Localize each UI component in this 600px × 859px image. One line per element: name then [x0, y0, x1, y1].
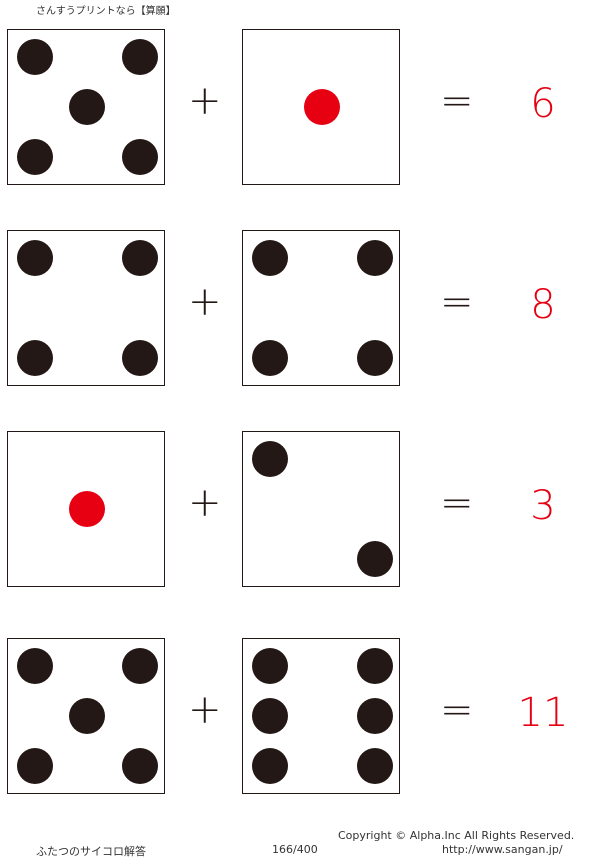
problem-row: + = 11 — [0, 638, 600, 796]
pip — [252, 340, 288, 376]
pip — [17, 748, 53, 784]
equals-sign: = — [440, 687, 474, 733]
die-right — [242, 638, 400, 794]
pip — [122, 39, 158, 75]
problem-row: + = 3 — [0, 431, 600, 589]
pip — [17, 39, 53, 75]
die-left — [7, 638, 165, 794]
die-right — [242, 29, 400, 185]
pip — [357, 698, 393, 734]
die-right — [242, 431, 400, 587]
pip — [357, 748, 393, 784]
pip — [252, 698, 288, 734]
pip — [252, 648, 288, 684]
plus-sign: + — [188, 480, 222, 526]
answer: 6 — [530, 81, 556, 127]
pip — [252, 748, 288, 784]
equals-sign: = — [440, 480, 474, 526]
pip — [17, 240, 53, 276]
die-right — [242, 230, 400, 386]
equals-sign: = — [440, 78, 474, 124]
page-number: 166/400 — [272, 843, 318, 856]
plus-sign: + — [188, 78, 222, 124]
pip — [357, 340, 393, 376]
die-left — [7, 431, 165, 587]
pip — [122, 240, 158, 276]
answer: 3 — [530, 483, 556, 529]
answer: 8 — [530, 282, 556, 328]
pip — [17, 340, 53, 376]
pip — [69, 89, 105, 125]
equals-sign: = — [440, 279, 474, 325]
problem-row: + = 8 — [0, 230, 600, 388]
pip — [252, 240, 288, 276]
pip — [69, 698, 105, 734]
pip — [122, 648, 158, 684]
pip — [357, 240, 393, 276]
pip — [252, 441, 288, 477]
pip — [17, 648, 53, 684]
pip — [122, 748, 158, 784]
sheet-title: ふたつのサイコロ解答 — [36, 845, 146, 858]
pip — [122, 340, 158, 376]
pip — [357, 648, 393, 684]
plus-sign: + — [188, 279, 222, 325]
pip — [69, 491, 105, 527]
pip — [122, 139, 158, 175]
pip — [17, 139, 53, 175]
die-left — [7, 230, 165, 386]
problem-row: + = 6 — [0, 29, 600, 187]
header-title: さんすうプリントなら【算願】 — [36, 6, 176, 17]
die-left — [7, 29, 165, 185]
plus-sign: + — [188, 687, 222, 733]
copyright: Copyright © Alpha.Inc All Rights Reserve… — [338, 829, 575, 842]
site-url[interactable]: http://www.sangan.jp/ — [442, 843, 563, 856]
answer: 11 — [517, 690, 569, 736]
pip — [304, 89, 340, 125]
pip — [357, 541, 393, 577]
